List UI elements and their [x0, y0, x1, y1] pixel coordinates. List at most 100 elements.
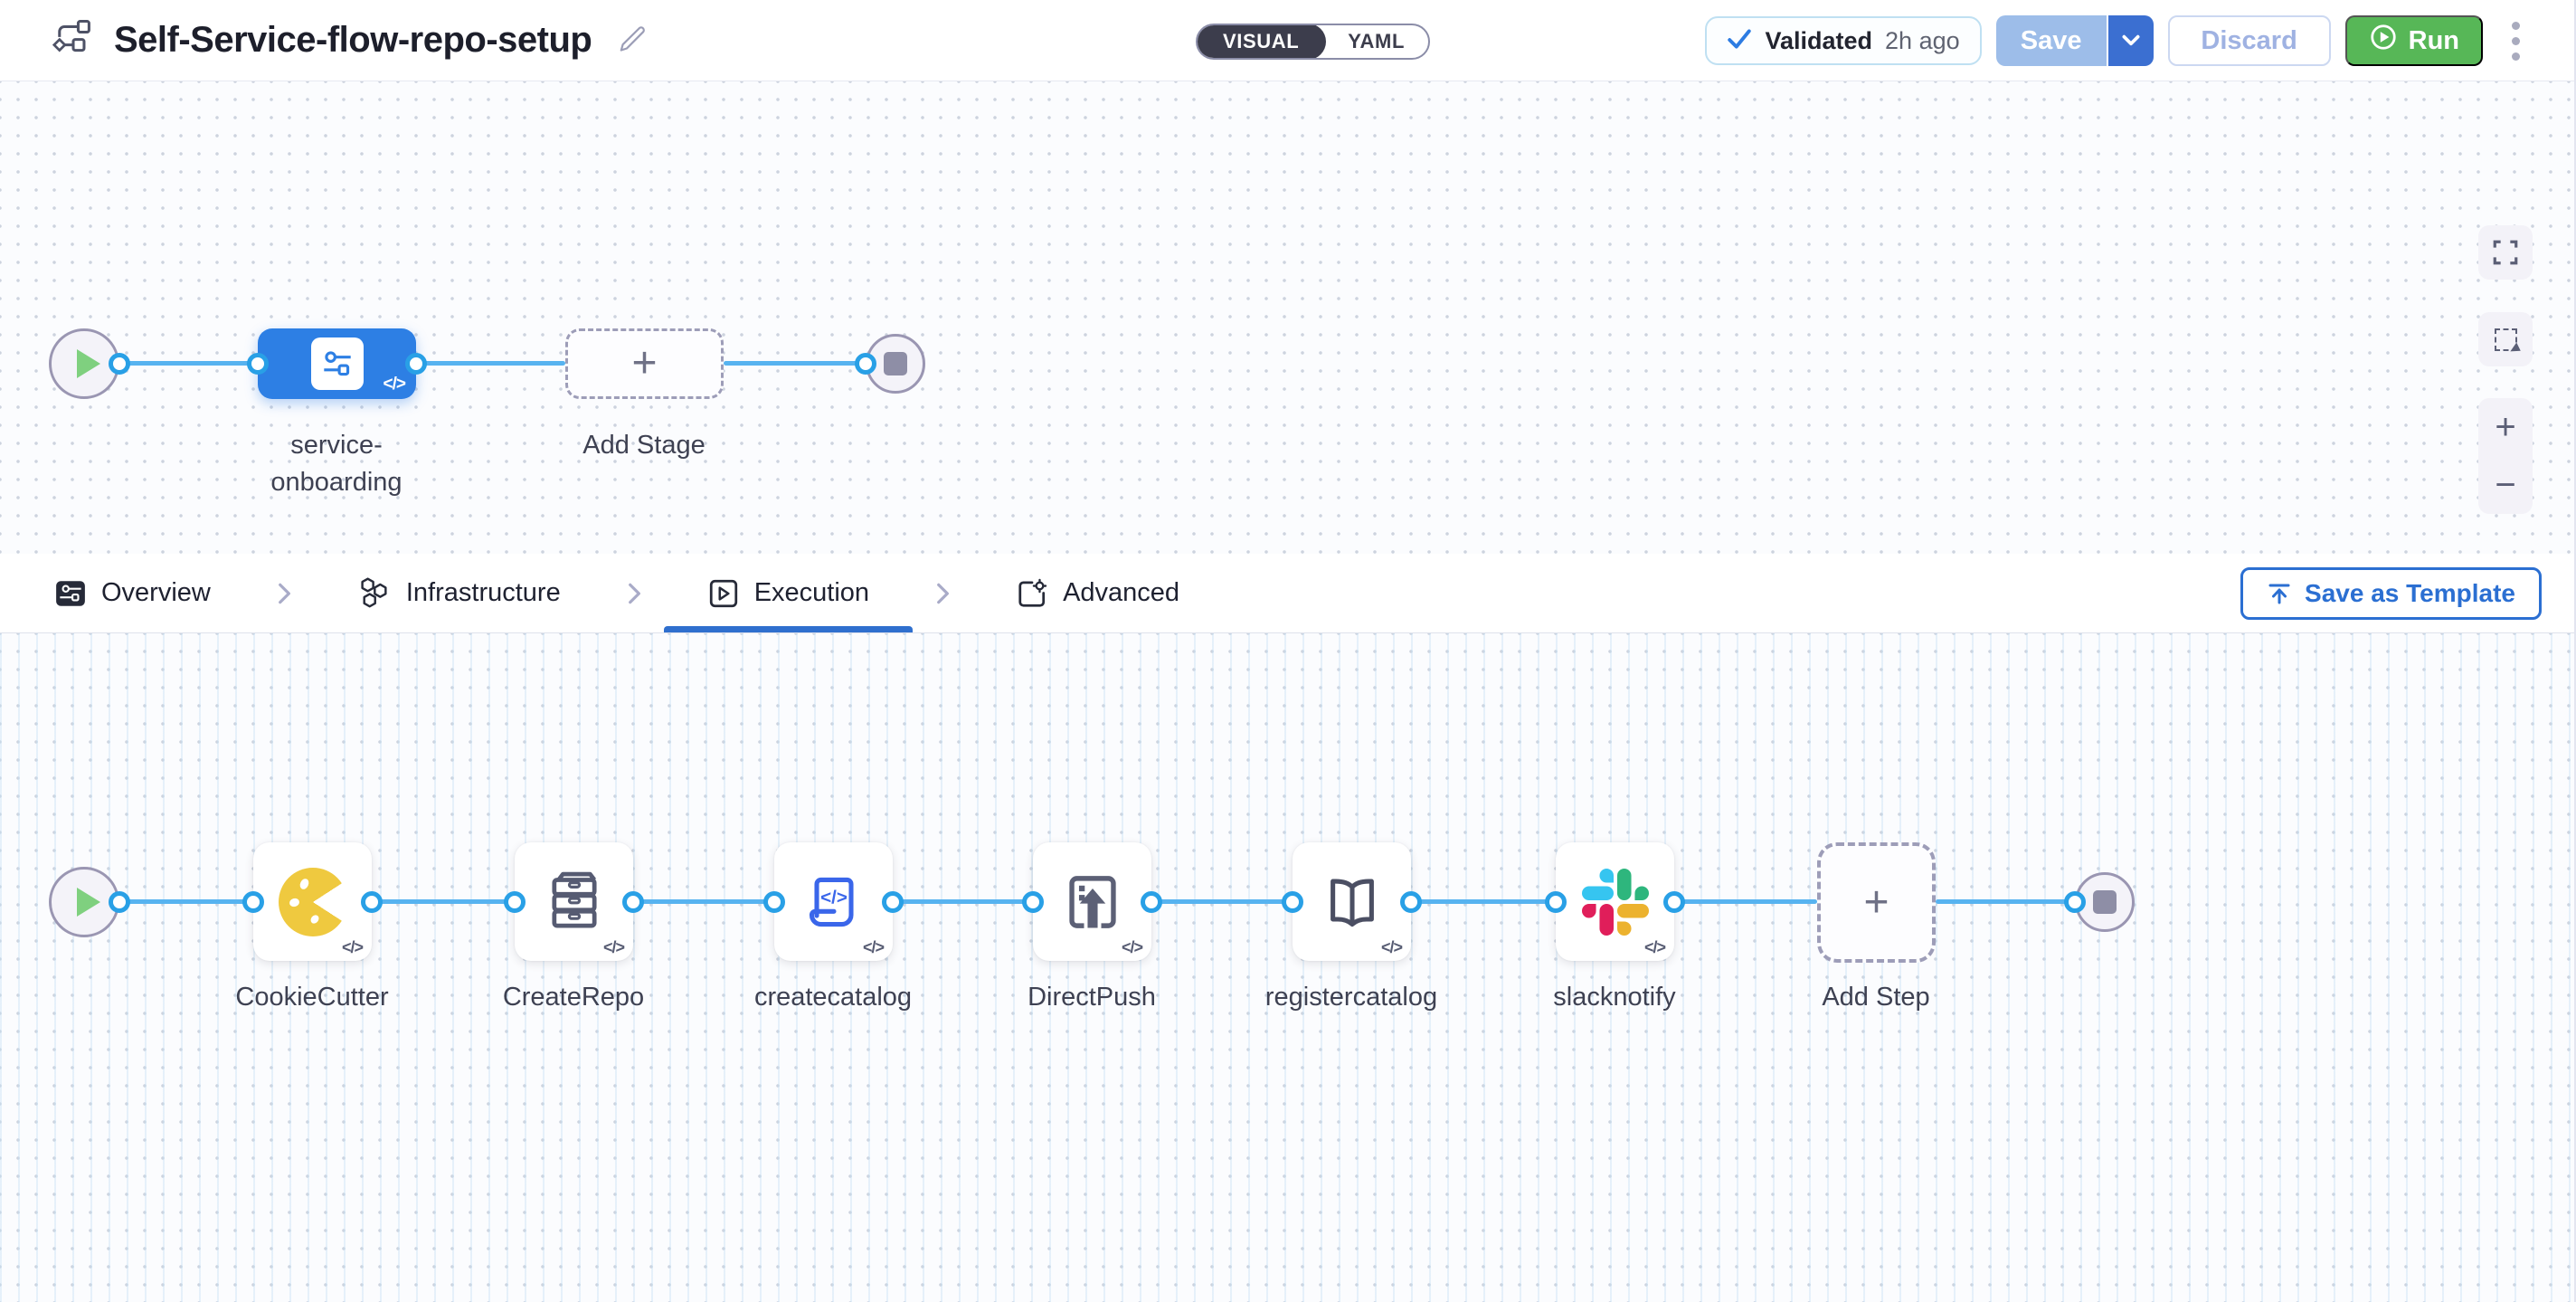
chevron-right-icon: [933, 554, 952, 632]
toggle-visual[interactable]: VISUAL: [1198, 25, 1327, 58]
plus-icon: +: [1863, 878, 1889, 927]
connector-line: [119, 899, 253, 904]
advanced-icon: [1018, 578, 1047, 607]
zoom-out-button[interactable]: −: [2478, 456, 2533, 514]
execution-icon: [709, 579, 737, 607]
plus-icon: +: [631, 339, 658, 387]
header: Self-Service-flow-repo-setup VISUAL YAML…: [0, 0, 2574, 81]
stage-graph-canvas[interactable]: </> + service-onboarding Add Stage + −: [0, 81, 2574, 554]
page-title: Self-Service-flow-repo-setup: [114, 20, 592, 60]
cookiecutter-icon: [278, 867, 347, 936]
header-actions: Validated 2h ago Save Discard: [1705, 14, 2525, 67]
visual-yaml-toggle: VISUAL YAML: [1196, 24, 1430, 60]
connector-port[interactable]: [1022, 891, 1044, 913]
step-node-createrepo[interactable]: </>: [515, 842, 633, 961]
check-icon: [1727, 28, 1752, 54]
zoom-controls: + −: [2478, 398, 2533, 514]
code-badge: </>: [341, 938, 364, 956]
stage-tabbar: Overview Infrastructure Execution: [0, 554, 2574, 633]
connector-port[interactable]: [622, 891, 644, 913]
step-label: DirectPush: [1028, 983, 1156, 1012]
infrastructure-icon: [361, 576, 387, 607]
connector-line: [1936, 899, 2075, 904]
fit-to-screen-button[interactable]: [2478, 225, 2533, 280]
connector-port[interactable]: [882, 891, 904, 913]
add-step-button[interactable]: +: [1817, 842, 1936, 963]
tab-advanced-label: Advanced: [1063, 578, 1180, 607]
connector-port[interactable]: [242, 891, 264, 913]
connector-line: [119, 361, 258, 366]
connector-port[interactable]: [1545, 891, 1567, 913]
marquee-select-button[interactable]: [2478, 312, 2533, 366]
connector-port[interactable]: [405, 353, 427, 375]
stop-icon: [884, 352, 907, 375]
stage-node-service-onboarding[interactable]: </>: [258, 328, 416, 399]
marquee-select-icon: [2494, 328, 2524, 356]
step-label: registercatalog: [1264, 983, 1438, 1012]
step-node-registercatalog[interactable]: </>: [1293, 842, 1411, 961]
code-badge: </>: [383, 375, 407, 394]
save-options-caret[interactable]: [2106, 15, 2154, 66]
step-node-directpush[interactable]: </>: [1033, 842, 1151, 961]
code-badge: </>: [1643, 938, 1666, 956]
code-badge: </>: [602, 938, 625, 956]
tab-overview-label: Overview: [101, 578, 211, 607]
connector-line: [633, 899, 774, 904]
save-as-template-label: Save as Template: [2305, 579, 2515, 607]
chevron-right-icon: [624, 554, 644, 632]
drawer-cabinet-icon: [551, 871, 597, 927]
zoom-in-button[interactable]: +: [2478, 398, 2533, 456]
validated-time: 2h ago: [1885, 26, 1960, 54]
tab-infrastructure-label: Infrastructure: [405, 578, 561, 607]
run-button[interactable]: Run: [2344, 15, 2483, 66]
save-as-template-button[interactable]: Save as Template: [2240, 567, 2542, 620]
step-node-slacknotify[interactable]: </>: [1556, 842, 1674, 961]
validated-label: Validated: [1765, 26, 1873, 54]
save-button[interactable]: Save: [1995, 15, 2107, 66]
edit-pencil-icon[interactable]: [615, 22, 648, 59]
connector-line: [893, 899, 1033, 904]
tab-overview[interactable]: Overview: [11, 554, 254, 632]
connector-port[interactable]: [361, 891, 383, 913]
connector-port[interactable]: [855, 353, 876, 375]
run-play-icon: [2369, 23, 2398, 59]
more-options-menu[interactable]: [2506, 16, 2525, 66]
step-node-createcatalog[interactable]: </> </>: [774, 842, 893, 961]
connector-port[interactable]: [1663, 891, 1685, 913]
add-stage-button[interactable]: +: [565, 328, 724, 399]
connector-line: [1151, 899, 1293, 904]
validated-badge: Validated 2h ago: [1705, 16, 1982, 65]
connector-port[interactable]: [2064, 891, 2086, 913]
slack-icon: [1581, 868, 1649, 936]
upload-icon: [2268, 584, 2290, 604]
connector-port[interactable]: [109, 353, 130, 375]
pipeline-flow-icon: [51, 17, 96, 63]
connector-port[interactable]: [504, 891, 526, 913]
discard-button[interactable]: Discard: [2167, 15, 2331, 66]
chevron-right-icon: [274, 554, 294, 632]
tab-infrastructure[interactable]: Infrastructure: [314, 554, 604, 632]
connector-port[interactable]: [763, 891, 785, 913]
stop-icon: [2093, 890, 2117, 914]
connector-port[interactable]: [109, 891, 130, 913]
connector-port[interactable]: [1400, 891, 1422, 913]
title-group: Self-Service-flow-repo-setup: [0, 17, 648, 63]
tab-advanced[interactable]: Advanced: [972, 554, 1223, 632]
step-label: slacknotify: [1553, 983, 1676, 1012]
step-node-cookiecutter[interactable]: </>: [253, 842, 372, 961]
step-label: CreateRepo: [502, 983, 645, 1012]
connector-port[interactable]: [247, 353, 269, 375]
code-badge: </>: [862, 938, 885, 956]
connector-port[interactable]: [1141, 891, 1162, 913]
code-document-icon: </>: [809, 877, 854, 927]
connector-port[interactable]: [1282, 891, 1303, 913]
toggle-yaml[interactable]: YAML: [1348, 30, 1405, 52]
code-badge: </>: [1380, 938, 1403, 956]
pipeline-start-node: [49, 328, 119, 399]
tab-execution-label: Execution: [753, 578, 870, 607]
tab-execution[interactable]: Execution: [663, 554, 914, 632]
fullscreen-icon: [2493, 240, 2518, 265]
execution-graph-canvas[interactable]: </> </> </> </>: [0, 633, 2574, 1302]
upload-push-icon: [1068, 875, 1116, 928]
